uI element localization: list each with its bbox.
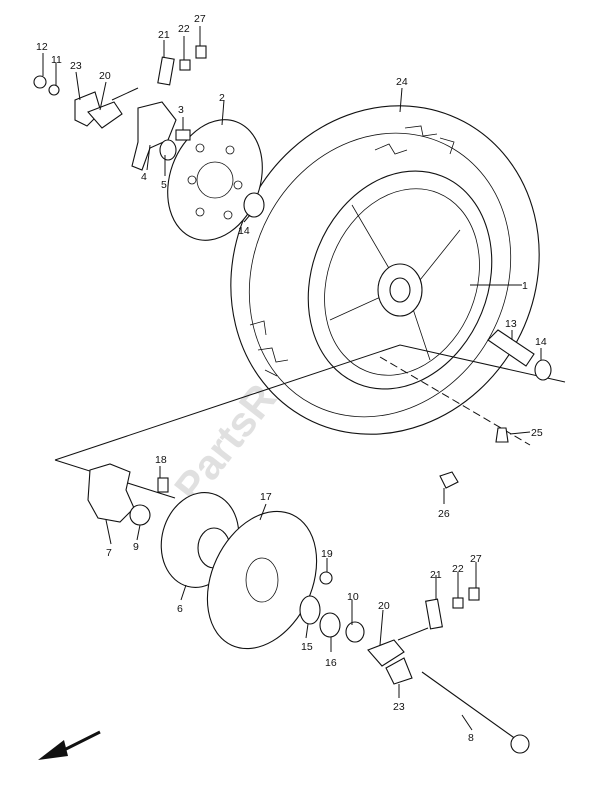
callout-14a: 14 [238,225,250,237]
nut-19 [319,571,333,585]
callout-26: 26 [438,508,450,520]
callout-15: 15 [301,641,313,653]
callout-21b: 21 [430,569,442,581]
bearing-15 [299,595,321,625]
nut-12 [33,75,47,89]
front-arrow-icon [38,730,101,760]
callout-14b: 14 [535,336,547,348]
chain-adjuster-left [74,87,139,129]
callout-21a: 21 [158,29,170,41]
callout-3: 3 [178,104,184,116]
cap-27b [468,587,480,601]
caliper-bracket [131,101,177,171]
bolt-3 [175,129,191,141]
callout-20a: 20 [99,70,111,82]
callout-4: 4 [141,171,147,183]
callout-2: 2 [219,92,225,104]
callout-23b: 23 [393,701,405,713]
callout-7: 7 [106,547,112,559]
plate-21b [425,598,443,630]
plate-21a [157,56,175,86]
callout-27a: 27 [194,13,206,25]
leader-lines [42,26,542,731]
axle-spacer-13 [487,329,535,367]
callout-22b: 22 [452,563,464,575]
valve-25 [495,427,509,443]
callout-24: 24 [396,76,408,88]
oil-seal-16 [319,612,341,638]
callout-17: 17 [260,491,272,503]
callout-6: 6 [177,603,183,615]
bolt-18 [157,477,169,493]
callout-5: 5 [161,179,167,191]
cap-27a [195,45,207,59]
clip-26 [439,471,459,489]
callout-9: 9 [133,541,139,553]
callout-20b: 20 [378,600,390,612]
callout-10: 10 [347,591,359,603]
spacer-14a [243,192,265,218]
callout-18: 18 [155,454,167,466]
callout-1: 1 [522,280,528,292]
bolt-22a [179,59,191,71]
rear-wheel-rim [307,170,493,390]
rear-axle [421,671,530,754]
spacer-14b [534,359,552,381]
callout-12: 12 [36,41,48,53]
callout-13: 13 [505,318,517,330]
callout-19: 19 [321,548,333,560]
callout-22a: 22 [178,23,190,35]
washer-11 [48,84,60,96]
callout-11: 11 [51,54,62,66]
collar-9 [129,504,151,526]
cush-rubbers [87,463,135,523]
bolt-22b [452,597,464,609]
callout-25: 25 [531,427,543,439]
callout-8: 8 [468,732,474,744]
callout-labels: 1 2 3 4 5 6 7 8 9 10 11 12 13 14 14 15 1… [36,13,547,744]
callout-27b: 27 [470,553,482,565]
callout-23a: 23 [70,60,82,72]
chain-adjuster-right [367,627,429,685]
spacer-10 [345,621,365,643]
callout-16: 16 [325,657,337,669]
